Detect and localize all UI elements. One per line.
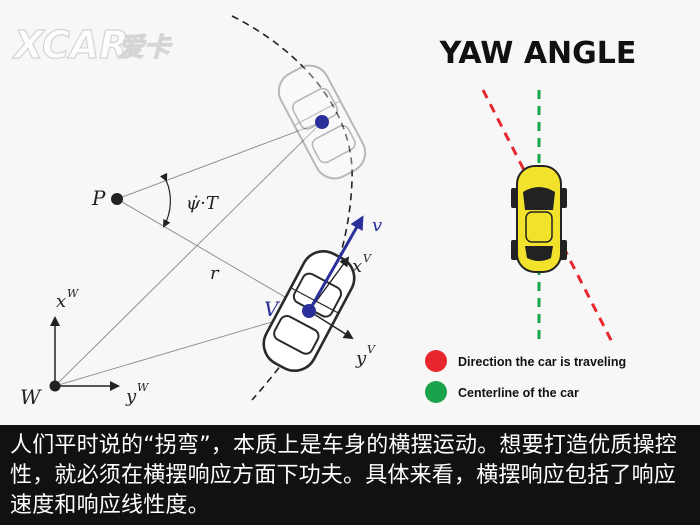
label-V: V [264,297,281,321]
label-P: P [91,186,106,210]
xcar-watermark: XCAR 爱卡 [11,22,173,67]
label-xV: x [352,256,362,277]
label-yV: y [355,348,367,369]
label-xW: x [56,291,66,312]
diagram-title: YAW ANGLE [439,36,637,71]
legend-label-centerline: Centerline of the car [458,386,579,400]
caption-text: 人们平时说的“拐弯”，本质上是车身的横摆运动。想要打造优质操控性，就必须在横摆响… [10,433,677,518]
legend: Direction the car is traveling Centerlin… [425,350,626,403]
pivot-point [111,193,123,205]
y-vehicle-axis [308,310,354,340]
ghost-car-center [315,115,329,129]
velocity-vector [307,215,364,312]
diagram-area: XCAR 爱卡 YAW ANGLE [11,15,637,409]
yellow-car [511,165,567,273]
vehicle-center [302,304,316,318]
label-W: W [20,385,42,409]
label-xW-sup: W [67,287,80,300]
label-yV-sup: V [367,343,376,356]
world-origin [49,380,61,392]
yaw-angle-diagram: XCAR 爱卡 YAW ANGLE [11,15,637,409]
caption-bar: 人们平时说的“拐弯”，本质上是车身的横摆运动。想要打造优质操控性，就必须在横摆响… [0,425,700,525]
label-v: v [372,215,382,236]
watermark-brand: XCAR [12,23,129,67]
label-yaw-rate: ψ̇·T [186,193,220,214]
label-r: r [210,263,220,284]
legend-green-dot [425,381,447,403]
yaw-angle-arc [159,172,171,228]
label-xV-sup: V [363,252,372,265]
watermark-suffix: 爱卡 [118,33,173,63]
legend-red-dot [425,350,447,372]
label-yW: y [125,386,137,407]
legend-label-direction: Direction the car is traveling [458,355,626,369]
construction-lines [54,121,323,387]
label-yW-sup: W [137,381,150,394]
